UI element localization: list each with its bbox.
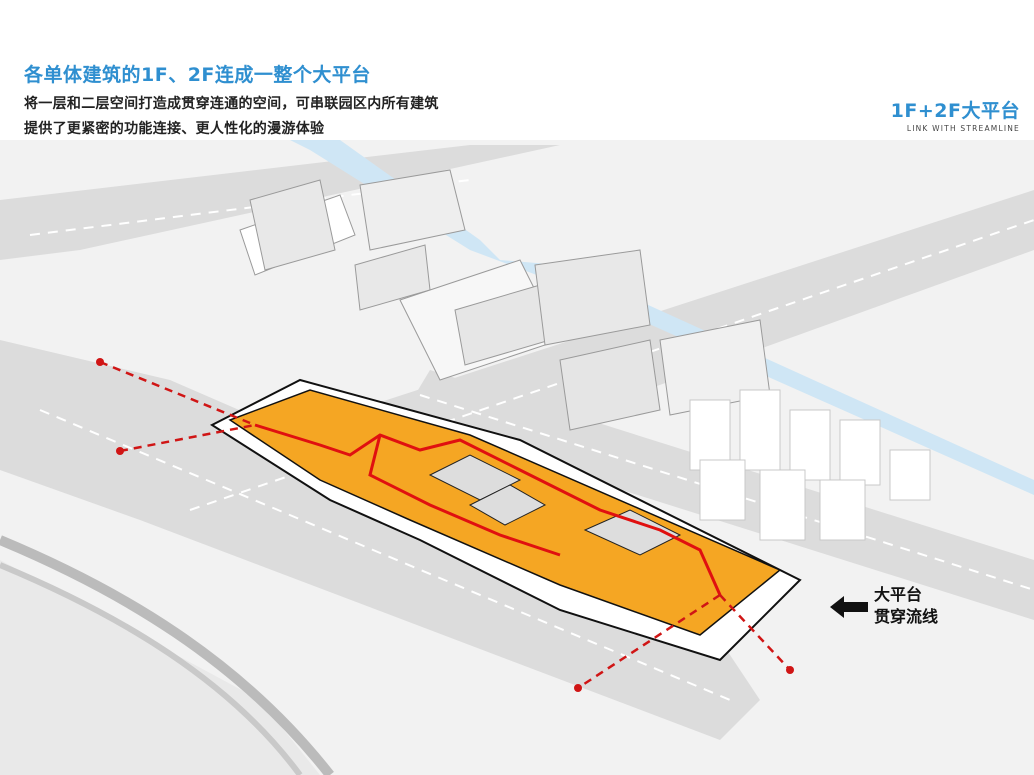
highway-overpass	[0, 535, 334, 775]
platform-callout: 大平台 贯穿流线	[874, 584, 938, 628]
badge-subtitle: LINK WITH STREAMLINE	[906, 124, 1020, 133]
description-line-2: 提供了更紧密的功能连接、更人性化的漫游体验	[24, 121, 325, 137]
axis-endpoints	[96, 358, 794, 692]
arrow-left-icon	[830, 596, 868, 618]
courtyards	[428, 454, 682, 556]
circulation-path	[254, 423, 722, 596]
river	[290, 140, 1034, 495]
badge-title: 1F+2F大平台	[890, 100, 1020, 122]
north-buildings	[239, 169, 771, 431]
callout-line-1: 大平台	[874, 585, 923, 604]
callout-line-2: 贯穿流线	[874, 607, 939, 626]
axis-lines	[99, 360, 791, 690]
section-badge: 1F+2F大平台 LINK WITH STREAMLINE	[891, 96, 1020, 133]
page-title: 各单体建筑的1F、2F连成一整个大平台	[24, 64, 371, 86]
axonometric-site-diagram	[0, 140, 1034, 775]
description-line-1: 将一层和二层空间打造成贯穿连通的空间，可串联园区内所有建筑	[24, 96, 439, 112]
east-buildings	[689, 389, 931, 541]
